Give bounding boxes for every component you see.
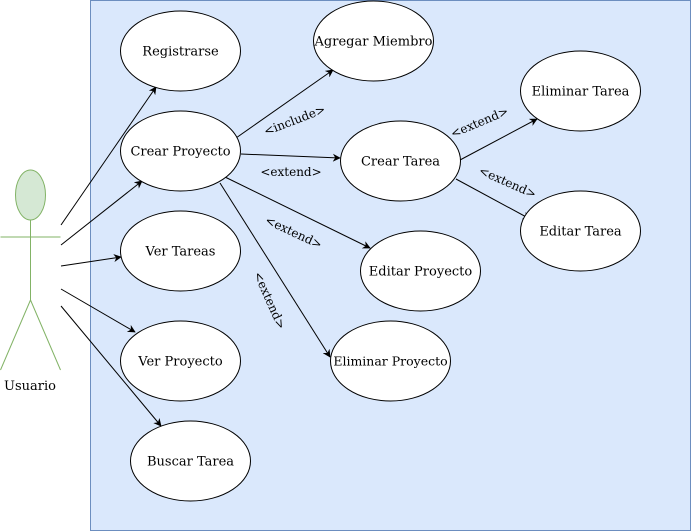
use-case-buscar-tarea[interactable]: Buscar Tarea bbox=[130, 420, 251, 502]
assoc-registrarse bbox=[60, 86, 157, 226]
ellipse-registrarse bbox=[120, 10, 241, 92]
ellipse-ver-tareas bbox=[120, 210, 241, 292]
use-case-agregar-miembro[interactable]: Agregar Miembro bbox=[313, 0, 434, 82]
use-case-registrarse[interactable]: Registrarse bbox=[120, 10, 241, 92]
assoc-ver-proyecto bbox=[60, 288, 136, 333]
ellipse-buscar-tarea bbox=[130, 420, 251, 502]
label-extend-crear-tarea: <extend> bbox=[260, 165, 321, 179]
ellipse-editar-proyecto bbox=[360, 230, 481, 312]
ellipse-eliminar-proyecto bbox=[330, 320, 451, 402]
actor-associations bbox=[60, 86, 162, 427]
rel-extend-eliminar-tarea bbox=[459, 118, 538, 161]
rel-include-agregar-miembro bbox=[235, 69, 334, 139]
ellipse-editar-tarea bbox=[520, 190, 641, 272]
use-case-editar-proyecto[interactable]: Editar Proyecto bbox=[360, 230, 481, 312]
label-buscar-tarea: Buscar Tarea bbox=[147, 455, 234, 470]
label-ver-tareas: Ver Tareas bbox=[145, 245, 216, 260]
label-ver-proyecto: Ver Proyecto bbox=[137, 355, 223, 370]
actor-right-leg bbox=[30, 299, 61, 371]
actor-usuario: Usuario bbox=[0, 169, 61, 394]
use-case-ver-tareas[interactable]: Ver Tareas bbox=[120, 210, 241, 292]
assoc-ver-tareas bbox=[60, 254, 122, 267]
rel-extend-eliminar-proyecto bbox=[219, 182, 331, 358]
rel-extend-editar-tarea bbox=[455, 178, 531, 220]
actor-label: Usuario bbox=[4, 379, 56, 394]
assoc-buscar-tarea bbox=[60, 305, 162, 427]
use-case-crear-proyecto[interactable]: Crear Proyecto bbox=[120, 110, 241, 192]
label-crear-proyecto: Crear Proyecto bbox=[130, 145, 230, 160]
actor-head bbox=[15, 169, 46, 221]
ellipse-ver-proyecto bbox=[120, 320, 241, 402]
actor-left-leg bbox=[0, 299, 31, 371]
use-case-eliminar-proyecto[interactable]: Eliminar Proyecto bbox=[330, 320, 451, 402]
use-case-eliminar-tarea[interactable]: Eliminar Tarea bbox=[520, 50, 641, 132]
rel-extend-crear-tarea bbox=[240, 153, 341, 162]
label-editar-tarea: Editar Tarea bbox=[539, 225, 622, 240]
use-case-relations bbox=[219, 69, 538, 358]
ellipse-crear-tarea bbox=[340, 120, 461, 202]
ellipse-eliminar-tarea bbox=[520, 50, 641, 132]
rel-extend-editar-proyecto bbox=[224, 176, 371, 249]
use-case-ver-proyecto[interactable]: Ver Proyecto bbox=[120, 320, 241, 402]
assoc-crear-proyecto bbox=[60, 180, 143, 246]
label-agregar-miembro: Agregar Miembro bbox=[314, 35, 433, 50]
ellipse-crear-proyecto bbox=[120, 110, 241, 192]
ellipse-agregar-miembro bbox=[313, 0, 434, 82]
label-eliminar-proyecto: Eliminar Proyecto bbox=[333, 354, 447, 369]
use-case-crear-tarea[interactable]: Crear Tarea bbox=[340, 120, 461, 202]
use-case-editar-tarea[interactable]: Editar Tarea bbox=[520, 190, 641, 272]
label-crear-tarea: Crear Tarea bbox=[361, 155, 440, 170]
label-editar-proyecto: Editar Proyecto bbox=[369, 265, 473, 280]
label-eliminar-tarea: Eliminar Tarea bbox=[532, 85, 630, 100]
label-registrarse: Registrarse bbox=[142, 45, 219, 60]
